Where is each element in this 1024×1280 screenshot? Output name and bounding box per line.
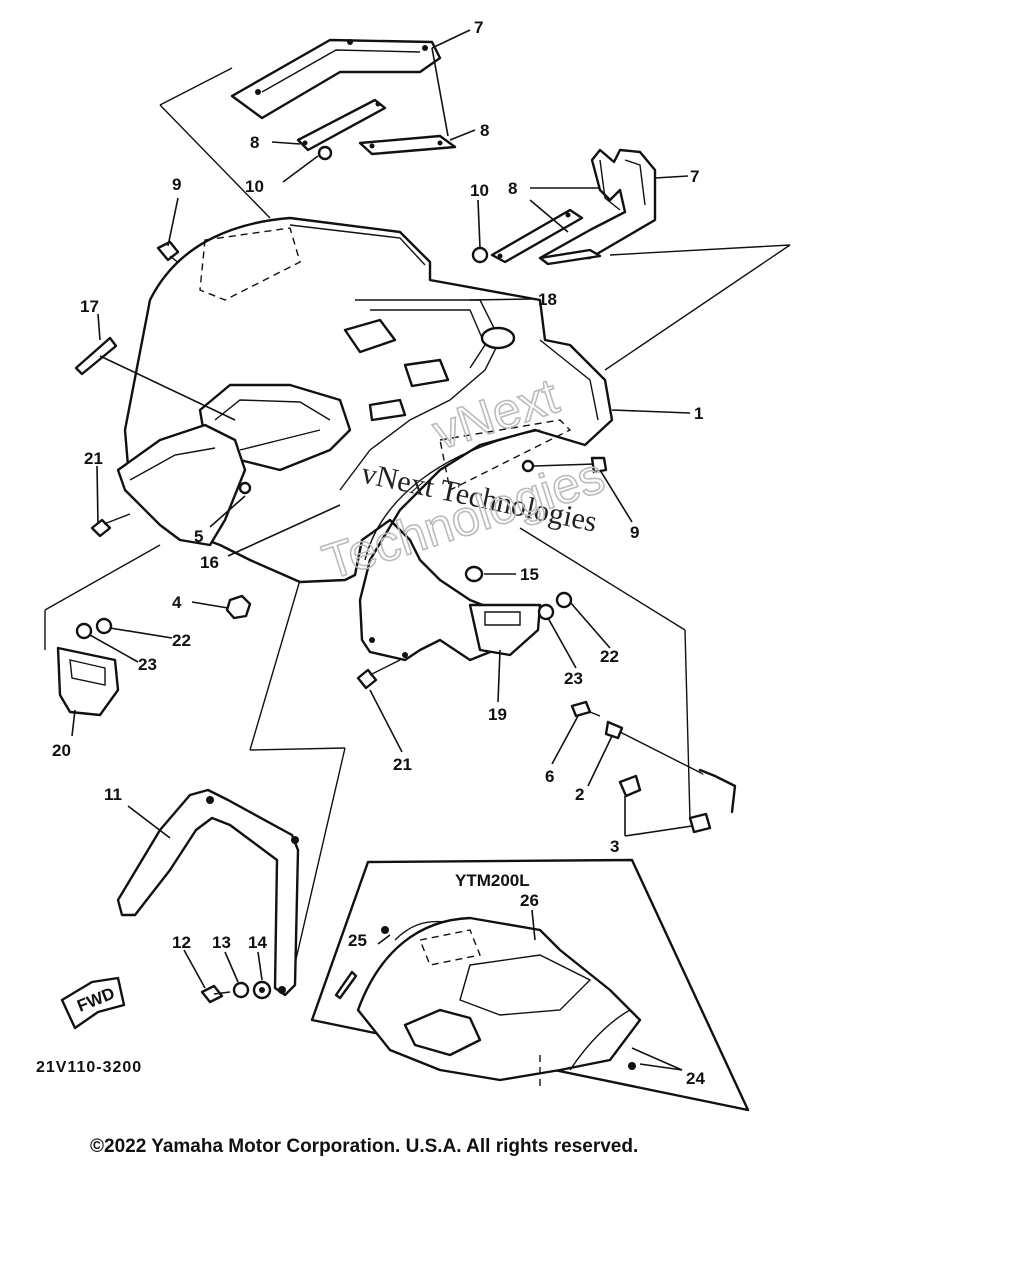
callout-23: 23 bbox=[564, 669, 583, 688]
callout-17: 17 bbox=[80, 297, 99, 316]
callout-8: 8 bbox=[250, 133, 259, 152]
bar-8-top-a bbox=[296, 98, 387, 152]
callout-9: 9 bbox=[630, 523, 639, 542]
bar-8-top-b bbox=[358, 134, 457, 156]
nut-4 bbox=[225, 594, 252, 620]
bracket-7-right bbox=[538, 148, 657, 260]
callout-6: 6 bbox=[545, 767, 554, 786]
callout-25: 25 bbox=[348, 931, 367, 950]
rear-fender-1 bbox=[123, 216, 614, 662]
drawing-code: 21V110-3200 bbox=[36, 1059, 142, 1076]
collar-15 bbox=[464, 565, 484, 583]
callout-22: 22 bbox=[600, 647, 619, 666]
reflector-19 bbox=[468, 603, 542, 657]
grab-bar-11 bbox=[116, 788, 300, 997]
inset-title: YTM200L bbox=[455, 871, 530, 890]
reference-lines bbox=[44, 67, 791, 986]
callout-8: 8 bbox=[480, 121, 489, 140]
callout-13: 13 bbox=[212, 933, 231, 952]
callout-16: 16 bbox=[200, 553, 219, 572]
clip-5 bbox=[238, 481, 252, 495]
reflector-20 bbox=[56, 646, 120, 717]
washers-22-23-left bbox=[75, 617, 113, 640]
lock-rod-assembly bbox=[570, 700, 737, 834]
callout-4: 4 bbox=[172, 593, 182, 612]
ytm200l-inset: YTM200L bbox=[310, 858, 750, 1112]
callout-20: 20 bbox=[52, 741, 71, 760]
callout-21: 21 bbox=[84, 449, 103, 468]
emblem-17 bbox=[74, 336, 118, 376]
mud-flap-left bbox=[116, 423, 247, 547]
copyright-notice: ©2022 Yamaha Motor Corporation. U.S.A. A… bbox=[90, 1136, 639, 1157]
callout-23: 23 bbox=[138, 655, 157, 674]
callout-12: 12 bbox=[172, 933, 191, 952]
callout-24: 24 bbox=[686, 1069, 705, 1088]
callout-labels: 7 8 8 10 9 10 8 7 17 18 1 21 5 16 9 15 4… bbox=[52, 18, 705, 1088]
callout-8: 8 bbox=[508, 179, 517, 198]
callout-11: 11 bbox=[104, 785, 122, 804]
fwd-arrow-icon: FWD bbox=[60, 976, 126, 1030]
callout-2: 2 bbox=[575, 785, 584, 804]
callout-10: 10 bbox=[470, 181, 489, 200]
callout-9: 9 bbox=[172, 175, 181, 194]
washers-22-23-right bbox=[537, 591, 573, 621]
bolt-21-right bbox=[356, 659, 401, 690]
hardware-12-13-14 bbox=[200, 980, 272, 1004]
callout-10: 10 bbox=[245, 177, 264, 196]
callout-22: 22 bbox=[172, 631, 191, 650]
callout-26: 26 bbox=[520, 891, 539, 910]
nut-10-right bbox=[471, 246, 489, 264]
fender-inner-detail bbox=[198, 318, 450, 472]
callout-18: 18 bbox=[538, 290, 557, 309]
callout-7: 7 bbox=[474, 18, 483, 37]
callout-5: 5 bbox=[194, 527, 203, 546]
bracket-7-top bbox=[230, 38, 442, 120]
callout-3: 3 bbox=[610, 837, 619, 856]
callout-1: 1 bbox=[694, 404, 703, 423]
callout-21: 21 bbox=[393, 755, 412, 774]
bar-8-right-a bbox=[490, 208, 584, 264]
callout-15: 15 bbox=[520, 565, 539, 584]
bolt-9-right bbox=[521, 456, 608, 474]
nut-10-top bbox=[317, 145, 333, 161]
callout-19: 19 bbox=[488, 705, 507, 724]
callout-14: 14 bbox=[248, 933, 267, 952]
bar-8-right-b bbox=[538, 248, 602, 266]
leader-lines bbox=[71, 29, 693, 1071]
callout-7: 7 bbox=[690, 167, 699, 186]
